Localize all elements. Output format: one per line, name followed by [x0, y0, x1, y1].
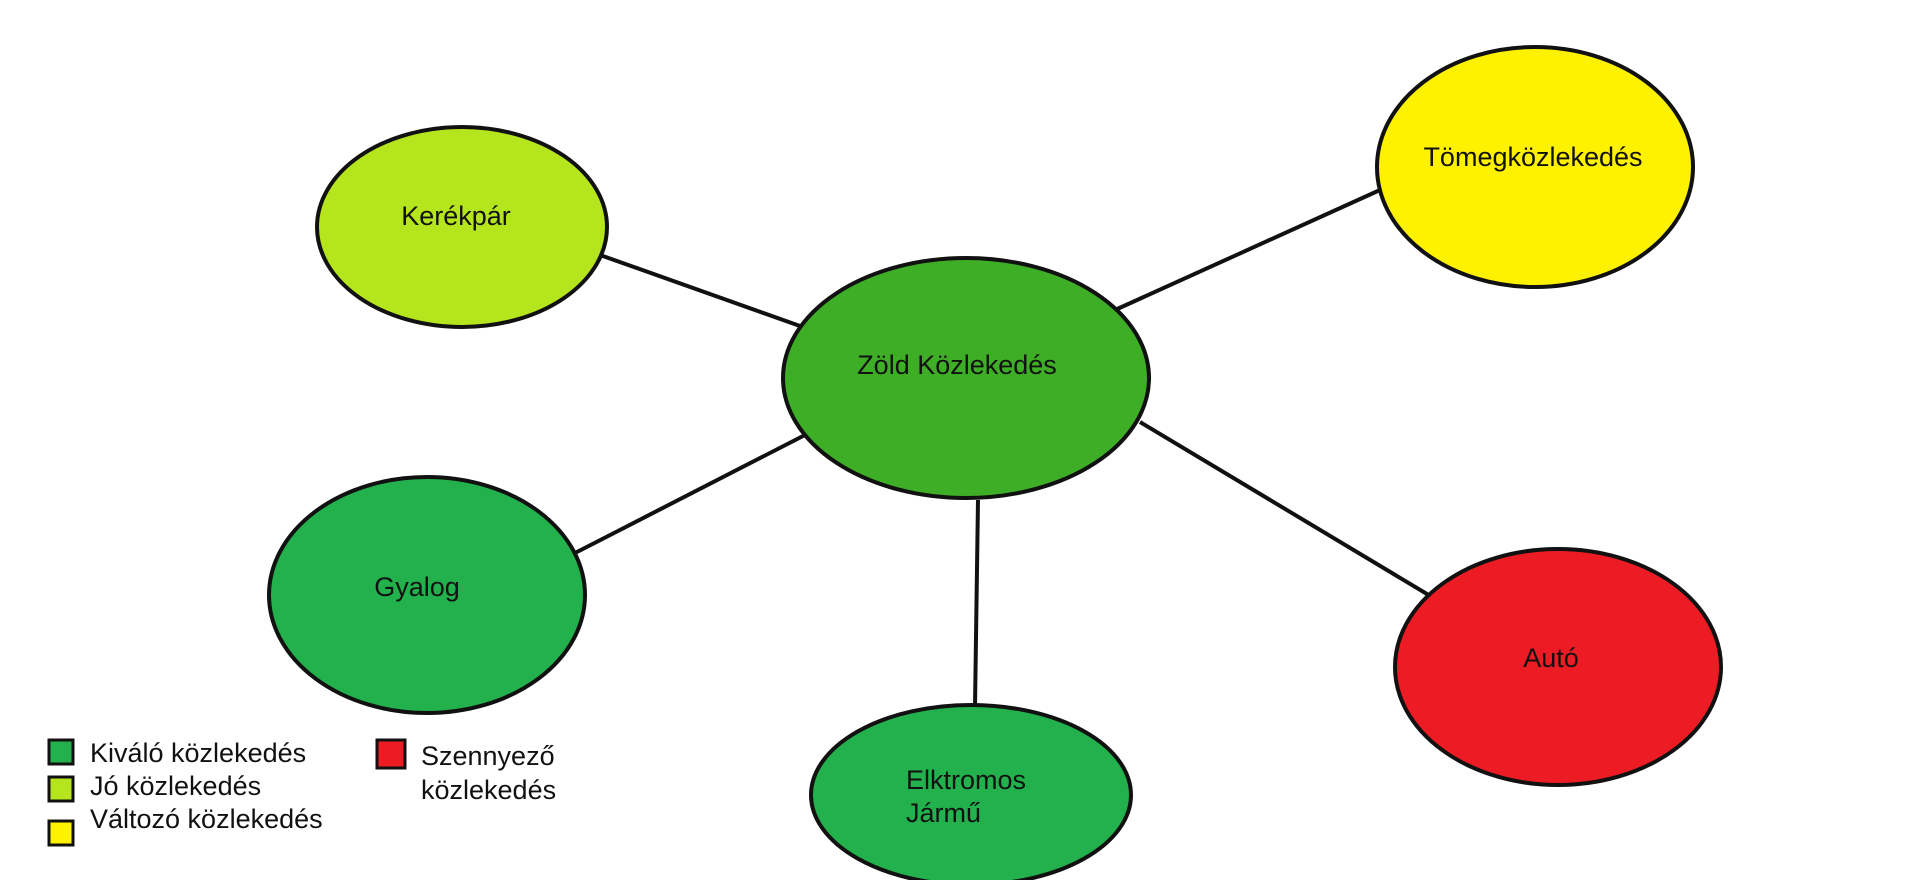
edge-center-kerekpar — [599, 253, 801, 328]
node-zold-kozlekedes: Zöld Közlekedés — [781, 256, 1151, 500]
legend: Kiváló közlekedés Jó közlekedés Változó … — [47, 738, 556, 847]
node-auto-label: Autó — [1523, 643, 1579, 673]
node-auto: Autó — [1393, 547, 1723, 787]
node-tomegkozlekedes: Tömegközlekedés — [1375, 45, 1695, 289]
node-elektromos-jarmu-label-line2: Jármű — [906, 798, 981, 828]
legend-label-jo: Jó közlekedés — [90, 771, 261, 801]
node-kerekpar-shape — [315, 125, 609, 329]
legend-label-kivalo: Kiváló közlekedés — [90, 738, 306, 768]
node-zold-kozlekedes-shape — [781, 256, 1151, 500]
node-gyalog-label: Gyalog — [374, 572, 460, 602]
node-kerekpar-label: Kerékpár — [401, 201, 511, 231]
connectors — [574, 188, 1434, 708]
legend-swatch-valtozo — [47, 819, 75, 847]
legend-swatch-jo — [47, 775, 75, 803]
node-gyalog-shape — [267, 475, 587, 715]
legend-swatch-szennyezo — [375, 738, 407, 770]
legend-label-szennyezo-line1: Szennyező — [421, 741, 555, 771]
node-elektromos-jarmu-label-line1: Elktromos — [906, 765, 1026, 795]
legend-label-szennyezo-line2: közlekedés — [421, 775, 556, 805]
node-kerekpar: Kerékpár — [315, 125, 609, 329]
node-gyalog: Gyalog — [267, 475, 587, 715]
edge-center-tomeg — [1114, 188, 1381, 312]
node-elektromos-jarmu-shape — [809, 703, 1133, 880]
node-zold-kozlekedes-label: Zöld Közlekedés — [857, 350, 1057, 380]
node-tomegkozlekedes-shape — [1375, 45, 1695, 289]
node-elektromos-jarmu: Elktromos Jármű — [809, 703, 1133, 880]
node-tomegkozlekedes-label: Tömegközlekedés — [1423, 142, 1642, 172]
edge-center-gyalog — [574, 433, 806, 555]
legend-swatch-kivalo — [47, 738, 75, 766]
node-auto-shape — [1393, 547, 1723, 787]
edge-center-elektromos — [973, 499, 980, 708]
edge-center-auto — [1138, 420, 1434, 599]
legend-label-valtozo: Változó közlekedés — [90, 804, 323, 834]
